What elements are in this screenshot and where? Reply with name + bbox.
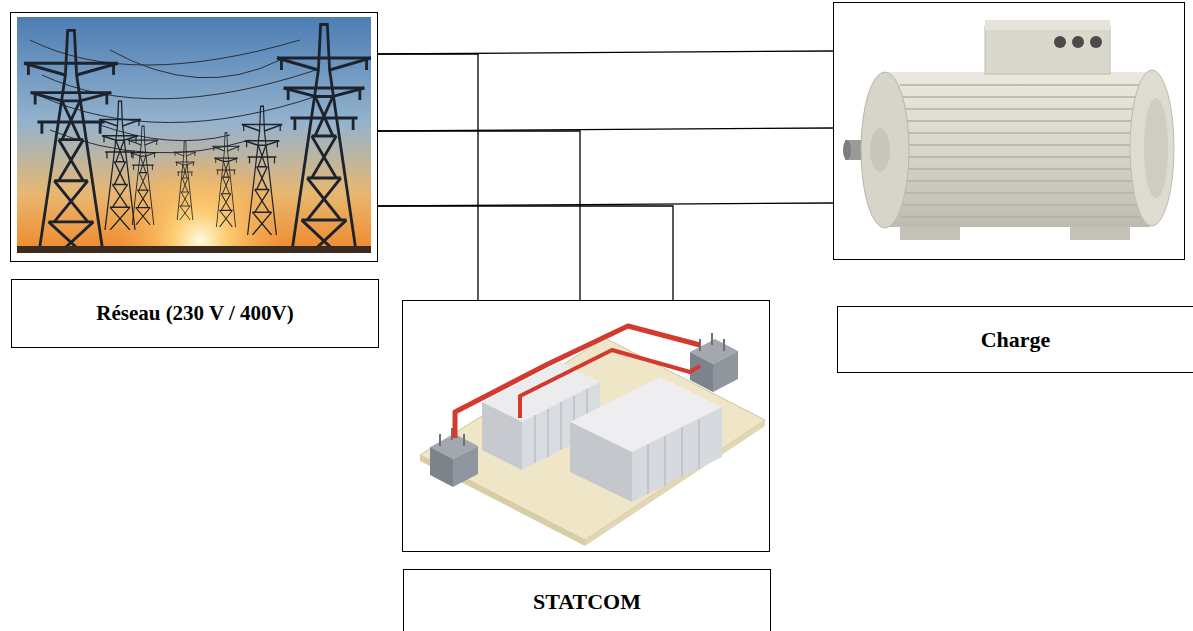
label-box: Réseau (230 V / 400V): [11, 279, 379, 348]
grid-photo: [17, 17, 371, 253]
statcom-picture: [420, 326, 765, 546]
node-label: Réseau (230 V / 400V): [96, 301, 294, 326]
image-frame: STATCOM: [402, 300, 770, 552]
image-frame: Réseau (230 V / 400V): [10, 12, 378, 262]
label-box: Charge: [837, 306, 1193, 373]
node-label: Charge: [981, 327, 1051, 353]
node-label: STATCOM: [533, 589, 641, 615]
image-frame: Charge: [833, 2, 1185, 260]
label-box: STATCOM: [403, 569, 771, 631]
power-line: [378, 54, 478, 300]
power-line: [378, 206, 673, 300]
power-line: [378, 131, 580, 300]
motor-picture: [843, 20, 1174, 240]
